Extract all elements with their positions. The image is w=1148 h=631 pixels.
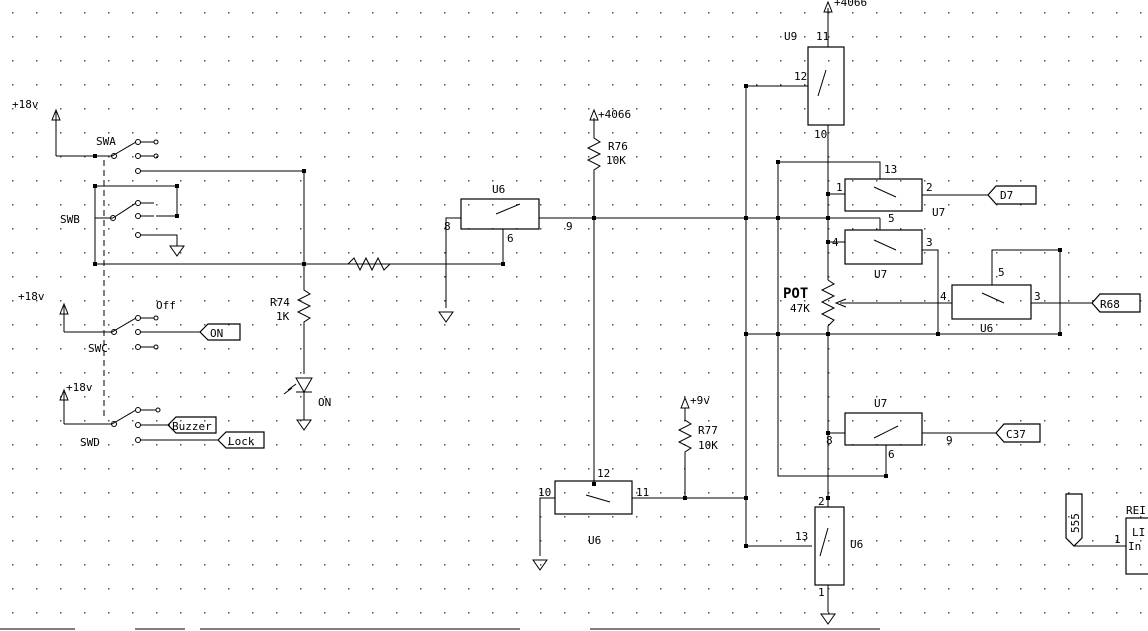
resistor-r74: R74 1K	[270, 171, 312, 374]
svg-text:47K: 47K	[790, 302, 810, 315]
connector-r68: R68	[1091, 293, 1141, 313]
svg-text:5: 5	[998, 266, 1005, 279]
connector-on: ON	[199, 323, 241, 341]
svg-text:R76: R76	[608, 140, 628, 153]
svg-text:2: 2	[926, 181, 933, 194]
svg-text:REI: REI	[1126, 504, 1146, 517]
svg-text:9: 9	[566, 220, 573, 233]
svg-text:SWC: SWC	[88, 342, 108, 355]
svg-text:12: 12	[597, 467, 610, 480]
svg-text:R74: R74	[270, 296, 290, 309]
svg-text:Buzzer: Buzzer	[172, 420, 212, 433]
svg-text:U7: U7	[932, 206, 945, 219]
svg-text:10: 10	[538, 486, 551, 499]
chip-u6-top: U6 8 6 9	[438, 183, 880, 323]
svg-text:C37: C37	[1006, 428, 1026, 441]
svg-text:8: 8	[826, 434, 833, 447]
supply-plus18-c: +18v	[59, 381, 93, 424]
svg-text:R77: R77	[698, 424, 718, 437]
switch-bank: +18v SWA SWB	[12, 98, 503, 449]
svg-text:SWB: SWB	[60, 213, 80, 226]
svg-text:13: 13	[795, 530, 808, 543]
connector-buzzer: Buzzer	[167, 416, 217, 434]
svg-text:1K: 1K	[276, 310, 290, 323]
potentiometer: POT 47K	[783, 279, 952, 327]
junctions	[93, 84, 1062, 548]
connector-555: 555 1	[1065, 493, 1126, 547]
svg-text:1: 1	[818, 586, 825, 599]
svg-text:10: 10	[814, 128, 827, 141]
svg-text:U6: U6	[588, 534, 601, 547]
svg-text:POT: POT	[783, 286, 808, 302]
svg-text:U7: U7	[874, 397, 887, 410]
svg-text:+18v: +18v	[12, 98, 39, 111]
switch-swa: SWA	[56, 135, 304, 174]
partial-block: REI LI In	[1125, 504, 1148, 575]
svg-text:U6: U6	[850, 538, 863, 551]
svg-text:3: 3	[1034, 290, 1041, 303]
connector-d7: D7	[987, 185, 1037, 205]
svg-text:+18v: +18v	[18, 290, 45, 303]
svg-text:3: 3	[926, 236, 933, 249]
svg-text:6: 6	[888, 448, 895, 461]
connector-c37: C37	[995, 423, 1041, 443]
chip-u7-middle: U7 5 4 3	[828, 212, 939, 334]
svg-text:In: In	[1128, 540, 1141, 553]
svg-text:4: 4	[940, 290, 947, 303]
svg-text:+18v: +18v	[66, 381, 93, 394]
svg-text:1: 1	[836, 181, 843, 194]
svg-text:Lock: Lock	[228, 435, 255, 448]
svg-text:11: 11	[636, 486, 649, 499]
svg-text:1: 1	[1114, 533, 1121, 546]
svg-text:U6: U6	[980, 322, 993, 335]
chip-u7-top: U7 13 1 2	[778, 161, 988, 219]
svg-text:U6: U6	[492, 183, 505, 196]
resistor-series	[347, 256, 391, 272]
svg-text:6: 6	[507, 232, 514, 245]
svg-text:U7: U7	[874, 268, 887, 281]
svg-text:R68: R68	[1100, 298, 1120, 311]
svg-text:11: 11	[816, 30, 829, 43]
svg-text:555: 555	[1069, 513, 1082, 533]
switch-swc: SWC Off	[64, 299, 200, 355]
svg-text:9: 9	[946, 434, 953, 447]
chip-u9: U9 11 12 10 +4066	[746, 0, 867, 141]
chip-u6-vertical: U6 2 13 1	[795, 495, 863, 625]
svg-text:8: 8	[444, 220, 451, 233]
svg-text:+9v: +9v	[690, 394, 710, 407]
svg-text:LI: LI	[1132, 526, 1145, 539]
svg-text:SWD: SWD	[80, 436, 100, 449]
svg-text:5: 5	[888, 212, 895, 225]
supply-plus18-b: +18v	[18, 290, 69, 332]
chip-u6-right: U6 5 4 3	[940, 266, 1092, 335]
switch-swd: SWD	[64, 407, 218, 449]
svg-text:SWA: SWA	[96, 135, 116, 148]
resistor-r77: +9v R77 10K	[677, 394, 718, 498]
svg-text:U9: U9	[784, 30, 797, 43]
svg-text:ON: ON	[210, 327, 223, 340]
svg-text:D7: D7	[1000, 189, 1013, 202]
svg-text:+4066: +4066	[598, 108, 631, 121]
connector-lock: Lock	[217, 431, 265, 449]
chip-u7-bottom: U7 8 6 9	[826, 397, 996, 461]
svg-text:Off: Off	[156, 299, 176, 312]
svg-text:10K: 10K	[698, 439, 718, 452]
svg-text:10K: 10K	[606, 154, 626, 167]
svg-text:12: 12	[794, 70, 807, 83]
svg-text:13: 13	[884, 163, 897, 176]
svg-text:+4066: +4066	[834, 0, 867, 9]
supply-plus18-a: +18v	[12, 98, 61, 156]
led-on: ON	[283, 377, 331, 431]
resistor-r76: +4066 R76 10K	[586, 108, 631, 484]
svg-text:ON: ON	[318, 396, 331, 409]
chip-u6-bottom: U6 10 12 11	[532, 467, 746, 571]
svg-text:2: 2	[818, 495, 825, 508]
bus-inner	[777, 162, 887, 477]
